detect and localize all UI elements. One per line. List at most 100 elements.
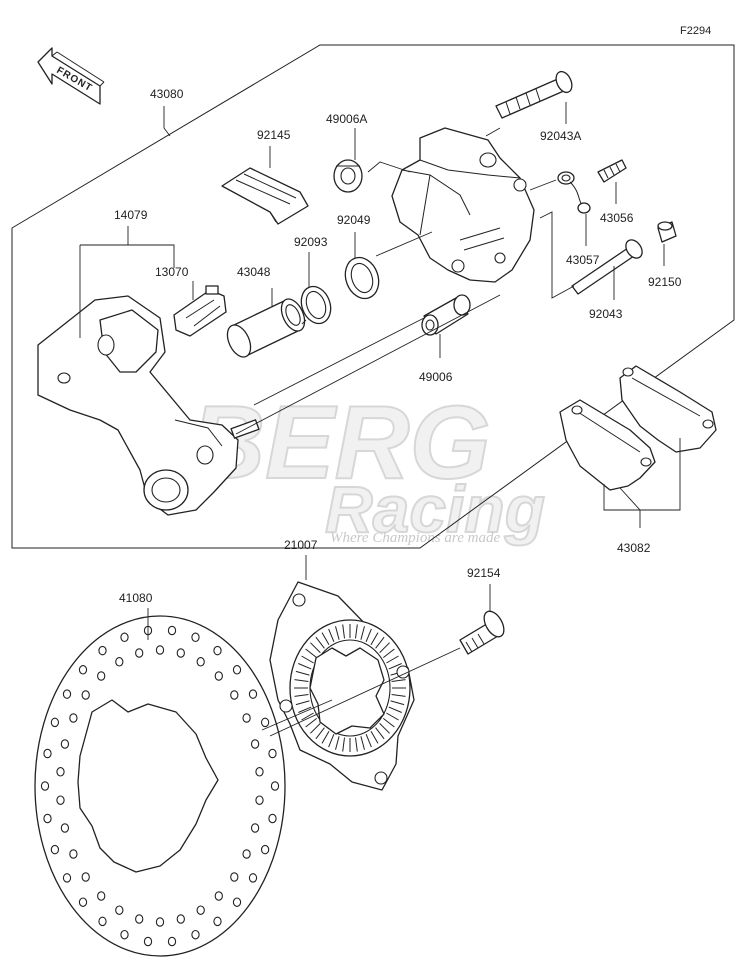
label-13070: 13070 bbox=[155, 265, 189, 279]
disc-hole bbox=[69, 713, 78, 723]
disc-hole bbox=[250, 823, 260, 833]
abs-tooth bbox=[328, 734, 335, 748]
disc-hole bbox=[232, 665, 242, 675]
brake-disc-41080 bbox=[34, 615, 286, 957]
disc-hole bbox=[56, 767, 65, 777]
abs-tooth bbox=[305, 648, 318, 658]
disc-hole bbox=[43, 813, 52, 824]
disc-hole bbox=[176, 914, 185, 924]
disc-hole bbox=[60, 739, 70, 749]
label-41080: 41080 bbox=[119, 591, 153, 605]
abs-tooth bbox=[386, 655, 399, 664]
disc-hole bbox=[40, 781, 50, 791]
boot-49006 bbox=[421, 294, 471, 336]
abs-tooth bbox=[365, 734, 372, 748]
disc-hole bbox=[268, 813, 277, 824]
clip-13070 bbox=[173, 285, 227, 337]
label-43048: 43048 bbox=[237, 265, 271, 279]
label-49006A: 49006A bbox=[326, 112, 367, 126]
abs-tooth bbox=[360, 626, 365, 640]
abs-tooth bbox=[386, 712, 399, 721]
abs-tooth bbox=[295, 670, 310, 676]
abs-tooth bbox=[305, 718, 318, 728]
abs-tooth bbox=[298, 706, 312, 713]
disc-hole bbox=[250, 739, 260, 749]
abs-tooth bbox=[335, 736, 340, 750]
abs-tooth bbox=[301, 712, 314, 721]
disc-holes bbox=[40, 625, 280, 947]
disc-hole bbox=[120, 929, 129, 940]
disc-hole bbox=[69, 849, 78, 859]
caliper-body bbox=[391, 127, 535, 283]
disc-hole bbox=[196, 905, 205, 915]
abs-tooth bbox=[388, 706, 402, 713]
abs-tooth bbox=[391, 679, 406, 682]
abs-tooth bbox=[379, 642, 390, 653]
abs-tooth bbox=[310, 642, 321, 653]
bolt-92154 bbox=[459, 610, 505, 655]
label-43082: 43082 bbox=[617, 541, 651, 555]
disc-hole bbox=[232, 897, 242, 907]
disc-hole bbox=[242, 713, 251, 723]
abs-tooth bbox=[294, 679, 309, 682]
abs-tooth bbox=[342, 624, 345, 639]
disc-hole bbox=[260, 844, 270, 855]
figure-code: F2294 bbox=[680, 25, 711, 37]
disc-hole bbox=[81, 872, 90, 882]
disc-hole bbox=[115, 905, 124, 915]
disc-hole bbox=[167, 625, 177, 636]
abs-tooth bbox=[382, 718, 395, 728]
piston-43048 bbox=[226, 298, 306, 358]
disc-hole bbox=[155, 917, 165, 927]
label-49006: 49006 bbox=[419, 370, 453, 384]
abs-tooth bbox=[370, 731, 379, 744]
abs-tooth bbox=[390, 700, 405, 706]
watermark: BERG Racing Where Champions are made bbox=[189, 384, 546, 547]
label-43080: 43080 bbox=[150, 87, 184, 101]
disc-hole bbox=[248, 689, 258, 699]
part-labels: 43080 14079 13070 43048 92093 92145 4900… bbox=[114, 87, 682, 605]
watermark-berg: BERG bbox=[190, 385, 490, 501]
abs-tooth bbox=[375, 636, 385, 649]
disc-hole bbox=[98, 645, 107, 656]
abs-tooth bbox=[355, 737, 358, 752]
disc-hole bbox=[214, 891, 223, 901]
abs-tooth bbox=[355, 624, 358, 639]
abs-tooth bbox=[298, 663, 312, 670]
watermark-tagline: Where Champions are made bbox=[330, 530, 500, 546]
abs-tooth bbox=[321, 731, 330, 744]
abs-tooth bbox=[342, 737, 345, 752]
label-92093: 92093 bbox=[294, 235, 328, 249]
seal-92093 bbox=[300, 285, 332, 325]
disc-hole bbox=[213, 916, 222, 927]
label-92049: 92049 bbox=[337, 213, 371, 227]
abs-tooth bbox=[370, 632, 379, 645]
cap-92150 bbox=[657, 221, 677, 243]
abs-tooth bbox=[388, 663, 402, 670]
disc-hole bbox=[196, 657, 205, 667]
disc-hole bbox=[97, 891, 106, 901]
abs-rotor-21007 bbox=[269, 581, 415, 791]
abs-tooth bbox=[328, 628, 335, 642]
abs-tooth bbox=[321, 632, 330, 645]
disc-hole bbox=[115, 657, 124, 667]
abs-tooth bbox=[335, 626, 340, 640]
abs-tooth bbox=[391, 694, 406, 697]
disc-hole bbox=[176, 648, 185, 658]
label-43057: 43057 bbox=[566, 253, 600, 267]
disc-hole bbox=[191, 632, 200, 643]
disc-hole bbox=[50, 844, 60, 855]
disc-hole bbox=[155, 645, 165, 655]
pin-92043 bbox=[571, 239, 643, 295]
label-92043: 92043 bbox=[589, 307, 623, 321]
label-92150: 92150 bbox=[648, 275, 682, 289]
disc-hole bbox=[270, 781, 280, 791]
disc-hole bbox=[255, 767, 264, 777]
disc-hole bbox=[43, 748, 52, 759]
label-92154: 92154 bbox=[467, 566, 501, 580]
abs-tooth bbox=[375, 727, 385, 740]
disc-hole bbox=[230, 872, 239, 882]
seal-92049 bbox=[344, 256, 380, 300]
brake-pads-43082 bbox=[559, 365, 717, 491]
